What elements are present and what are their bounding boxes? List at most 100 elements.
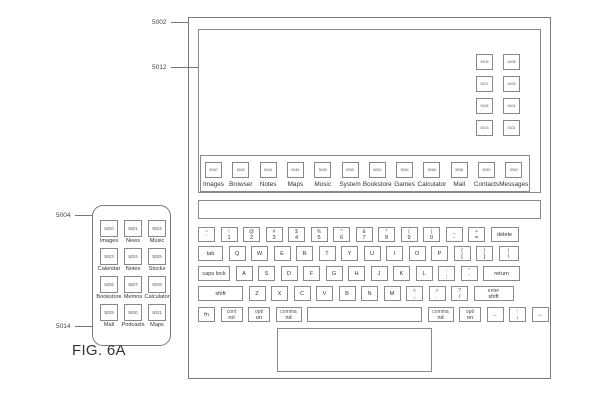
key-row4-0[interactable]: shift bbox=[198, 286, 243, 301]
dock-app-bookstore-tile[interactable]: 5052 bbox=[368, 162, 386, 178]
key-row4-8[interactable]: <, bbox=[406, 286, 423, 301]
key-row2-11[interactable]: {[ bbox=[453, 246, 471, 261]
key-row5-9[interactable]: → bbox=[531, 307, 549, 322]
key-top-legend: @ bbox=[248, 228, 255, 235]
key-row3-5[interactable]: G bbox=[325, 266, 343, 281]
dock-app-maps-tile[interactable]: 5046 bbox=[286, 162, 304, 178]
key-row2-5[interactable]: T bbox=[318, 246, 336, 261]
key-row1-12[interactable]: += bbox=[468, 227, 485, 242]
key-row3-9[interactable]: L bbox=[415, 266, 433, 281]
key-row2-4[interactable]: R bbox=[296, 246, 313, 261]
key-row1-4[interactable]: $4 bbox=[288, 227, 305, 242]
phone-app-stocks-tile[interactable]: 5025 bbox=[148, 248, 166, 265]
screen-app-tile[interactable]: 5109 bbox=[476, 54, 493, 70]
key-row1-9[interactable]: (9 bbox=[400, 227, 418, 242]
key-row4-4[interactable]: V bbox=[316, 286, 333, 301]
key-row1-10[interactable]: )0 bbox=[423, 227, 440, 242]
key-row1-11[interactable]: _- bbox=[445, 227, 463, 242]
key-row1-1[interactable]: !1 bbox=[220, 227, 238, 242]
screen-app-tile[interactable]: 5102 bbox=[503, 120, 520, 136]
touch-strip[interactable] bbox=[198, 200, 541, 219]
phone-app-bookstore-tile[interactable]: 5026 bbox=[100, 276, 118, 293]
key-row3-7[interactable]: J bbox=[370, 266, 388, 281]
dock-app-music-tile[interactable]: 5048 bbox=[314, 162, 332, 178]
phone-app-podcasts-tile[interactable]: 5030 bbox=[124, 304, 142, 321]
key-row3-1[interactable]: A bbox=[235, 266, 253, 281]
key-row3-12[interactable]: return bbox=[483, 266, 520, 281]
key-row4-5[interactable]: B bbox=[338, 286, 356, 301]
key-row3-6[interactable]: H bbox=[348, 266, 365, 281]
key-row4-3[interactable]: C bbox=[293, 286, 311, 301]
key-row1-2[interactable]: @2 bbox=[243, 227, 260, 242]
dock-app-browser-tile[interactable]: 5042 bbox=[232, 162, 250, 178]
key-row3-3[interactable]: D bbox=[280, 266, 298, 281]
key-row1-7[interactable]: &7 bbox=[355, 227, 373, 242]
key-top-legend: * bbox=[385, 228, 388, 235]
dock-app-images-tile[interactable]: 5040 bbox=[205, 162, 222, 178]
key-row5-4[interactable] bbox=[307, 307, 422, 322]
screen-app-tile[interactable]: 5105 bbox=[476, 98, 493, 114]
key-row4-10[interactable]: ?/ bbox=[451, 286, 468, 301]
key-row5-8[interactable]: ↑↓ bbox=[509, 307, 526, 322]
dock-app-games-tile[interactable]: 5054 bbox=[396, 162, 414, 178]
phone-app-calendar-tile[interactable]: 5023 bbox=[100, 248, 118, 265]
key-row2-9[interactable]: O bbox=[408, 246, 426, 261]
key-row2-2[interactable]: W bbox=[251, 246, 268, 261]
key-row5-0[interactable]: fn bbox=[198, 307, 215, 322]
key-row3-8[interactable]: K bbox=[393, 266, 410, 281]
dock-app-messages-tile[interactable]: 5062 bbox=[505, 162, 523, 178]
key-row2-0[interactable]: tab bbox=[198, 246, 223, 261]
key-row3-2[interactable]: S bbox=[258, 266, 275, 281]
dock-app-system-tile[interactable]: 5050 bbox=[341, 162, 359, 178]
key-row2-13[interactable]: |\ bbox=[498, 246, 519, 261]
dock-app-code: 5046 bbox=[291, 168, 300, 172]
key-row1-5[interactable]: %5 bbox=[310, 227, 328, 242]
phone-app-music-tile[interactable]: 5022 bbox=[148, 220, 166, 237]
key-row1-6[interactable]: ^6 bbox=[333, 227, 350, 242]
screen-app-tile[interactable]: 5103 bbox=[476, 120, 493, 136]
phone-app-calculator-tile[interactable]: 5028 bbox=[148, 276, 166, 293]
dock-app-calculator-tile[interactable]: 5056 bbox=[423, 162, 441, 178]
phone-app-news-tile[interactable]: 5021 bbox=[124, 220, 142, 237]
key-row2-12[interactable]: }] bbox=[476, 246, 493, 261]
key-row3-0[interactable]: caps lock bbox=[198, 266, 230, 281]
key-row1-8[interactable]: *8 bbox=[378, 227, 395, 242]
phone-app-images-tile[interactable]: 5020 bbox=[100, 220, 118, 237]
key-row3-11[interactable]: "' bbox=[460, 266, 478, 281]
screen-app-tile[interactable]: 5108 bbox=[503, 54, 520, 70]
key-row4-9[interactable]: >. bbox=[428, 286, 446, 301]
key-row4-1[interactable]: Z bbox=[248, 286, 266, 301]
key-row1-0[interactable]: ~` bbox=[198, 227, 215, 242]
phone-app-mail-tile[interactable]: 5029 bbox=[100, 304, 118, 321]
key-row1-3[interactable]: #3 bbox=[265, 227, 283, 242]
key-row2-1[interactable]: Q bbox=[228, 246, 246, 261]
key-row2-6[interactable]: Y bbox=[341, 246, 358, 261]
key-row1-13[interactable]: delete bbox=[490, 227, 519, 242]
key-row3-10[interactable]: :; bbox=[438, 266, 455, 281]
screen-app-tile[interactable]: 5107 bbox=[476, 76, 493, 92]
key-row3-4[interactable]: F bbox=[303, 266, 320, 281]
phone-app-memos-tile[interactable]: 5027 bbox=[124, 276, 142, 293]
screen-app-tile[interactable]: 5104 bbox=[503, 98, 520, 114]
key-row5-7[interactable]: ← bbox=[486, 307, 504, 322]
key-row4-7[interactable]: M bbox=[383, 286, 401, 301]
phone-app-maps-tile[interactable]: 5031 bbox=[148, 304, 166, 321]
dock-app-contacts-tile[interactable]: 5060 bbox=[478, 162, 495, 178]
key-row2-3[interactable]: E bbox=[273, 246, 291, 261]
trackpad[interactable] bbox=[277, 328, 432, 372]
dock-app-notes-tile[interactable]: 5044 bbox=[259, 162, 277, 178]
phone-app-notes-tile[interactable]: 5024 bbox=[124, 248, 142, 265]
dock-app-mail-tile[interactable]: 5058 bbox=[450, 162, 468, 178]
key-row4-2[interactable]: X bbox=[271, 286, 288, 301]
key-row4-6[interactable]: N bbox=[361, 286, 378, 301]
key-row2-10[interactable]: P bbox=[431, 246, 448, 261]
key-row2-7[interactable]: U bbox=[363, 246, 381, 261]
screen-app-tile[interactable]: 5106 bbox=[503, 76, 520, 92]
key-row2-8[interactable]: I bbox=[386, 246, 403, 261]
